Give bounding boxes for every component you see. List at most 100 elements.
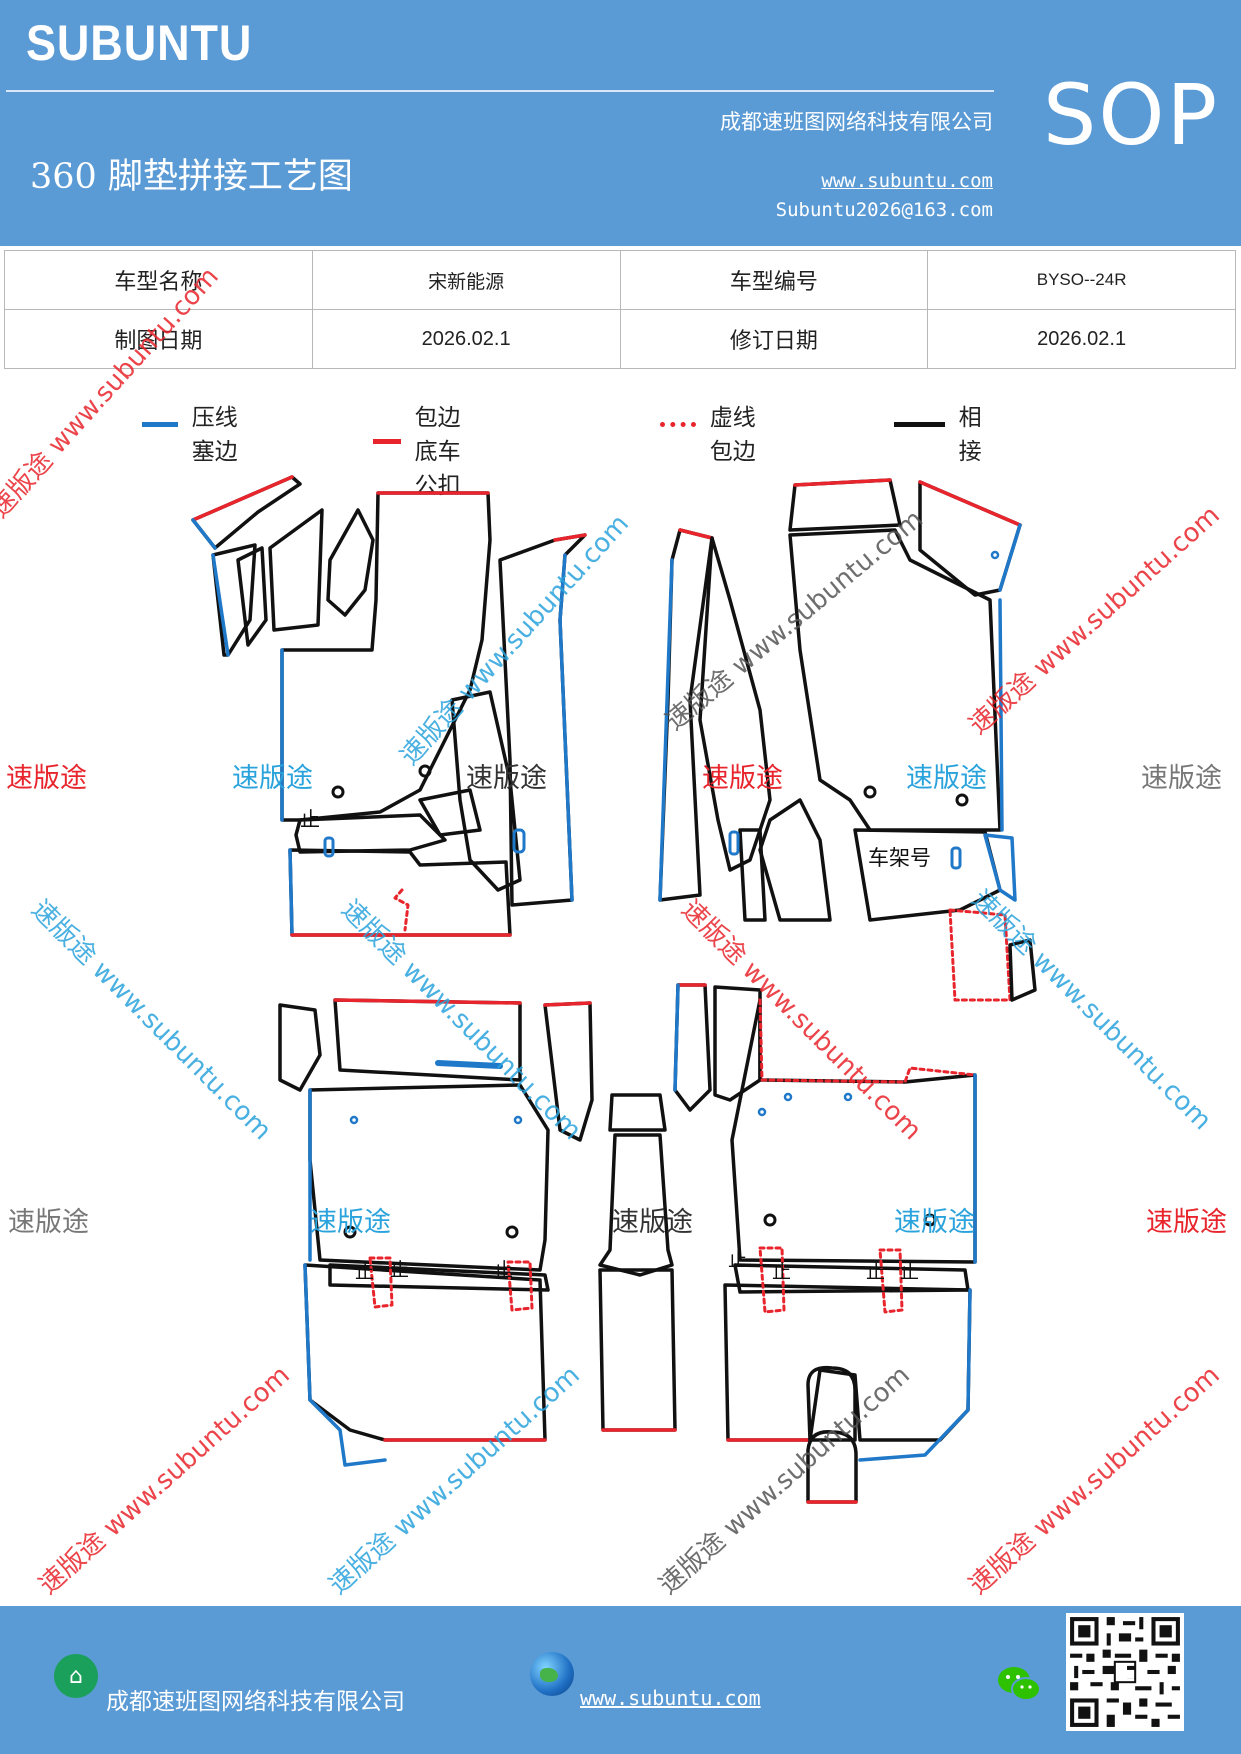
edge-red — [918, 480, 1022, 527]
edge-red — [793, 478, 892, 487]
edge-blue — [998, 598, 1004, 832]
mat-piece — [280, 491, 492, 822]
mat-group-center-tunnel — [598, 1093, 677, 1432]
footer-company: 成都速班图网络科技有限公司 — [106, 1689, 405, 1715]
header-banner: SUBUNTU 360 脚垫拼接工艺图 成都速班图网络科技有限公司 www.su… — [0, 0, 1241, 246]
mat-group-front-left: 止 — [191, 475, 587, 937]
doc-type-label: SOP — [1043, 66, 1220, 164]
legend-swatch-blue — [142, 421, 178, 427]
hole — [955, 793, 969, 807]
wechat-icon[interactable] — [996, 1664, 1042, 1704]
watermark: 速版途 — [6, 763, 87, 794]
edge-blue — [998, 523, 1022, 592]
legend-swatch-red — [373, 438, 401, 444]
clip-slot — [323, 836, 335, 858]
legend-item: 相接 — [894, 398, 995, 466]
mat-piece — [418, 788, 482, 837]
edge-blue — [858, 1288, 972, 1462]
edge-red — [333, 998, 522, 1005]
legend-label: 相接 — [958, 405, 982, 465]
clip-slot — [728, 830, 740, 856]
legend-item: 包边底车公扣 — [373, 398, 474, 500]
hole — [757, 1107, 767, 1117]
edge-red-dotted — [368, 1256, 534, 1312]
stop-mark: 止 — [772, 1261, 791, 1283]
edge-blue — [658, 558, 674, 902]
watermark: 速版途 — [8, 1207, 89, 1238]
watermark: 速版途 — [466, 763, 547, 794]
stop-mark: 止 — [300, 807, 320, 831]
model-code-label: 车型编号 — [619, 250, 929, 310]
mat-piece — [673, 983, 712, 1112]
legend-swatch-black — [894, 421, 945, 427]
stop-mark: 止 — [728, 1249, 747, 1271]
hole — [343, 1225, 357, 1239]
mat-piece — [211, 543, 257, 657]
mat-piece — [308, 1083, 550, 1272]
brand-logo: SUBUNTU — [26, 15, 253, 71]
floor-mat-diagram: 止 车架号 — [191, 475, 1037, 1504]
watermark: 速版途 — [906, 763, 987, 794]
mat-piece — [278, 1003, 322, 1092]
stop-mark: 止 — [900, 1261, 919, 1283]
edge-red — [191, 475, 294, 522]
edge-red-dotted — [393, 888, 410, 932]
revise-date-value: 2026.02.1 — [927, 309, 1236, 369]
stop-mark: 止 — [866, 1261, 885, 1283]
legend-item: 虚线包边 — [660, 398, 761, 466]
header-email: Subuntu2026@163.com — [775, 199, 993, 221]
globe-icon — [530, 1652, 574, 1696]
model-name-value: 宋新能源 — [311, 250, 621, 310]
edge-blue — [303, 1263, 387, 1467]
page-title: 360 脚垫拼接工艺图 — [30, 157, 353, 197]
hole — [505, 1225, 519, 1239]
hole — [863, 785, 877, 799]
footer-banner: ⌂ 成都速班图网络科技有限公司 www.subuntu.com — [0, 1606, 1241, 1754]
legend-label: 压线塞边 — [191, 405, 238, 465]
mat-group-front-right: 车架号 — [658, 478, 1037, 1002]
edge-red — [543, 1001, 592, 1007]
edge-red-dotted — [758, 998, 977, 1084]
header-website-link[interactable]: www.subuntu.com — [821, 170, 993, 192]
mat-piece — [236, 546, 268, 647]
legend-swatch-red-dotted — [660, 421, 696, 427]
edge-red — [678, 528, 714, 540]
header-company: 成都速班图网络科技有限公司 — [720, 110, 993, 134]
table-row: 车型名称 宋新能源 车型编号 BYSO--24R — [4, 250, 1236, 310]
watermark: 速版途 — [1146, 1207, 1227, 1238]
watermark: 速版途 — [702, 763, 783, 794]
hole — [331, 785, 345, 799]
watermark: 速版途 — [1141, 763, 1222, 794]
mat-piece — [713, 985, 762, 1102]
hole — [923, 1213, 937, 1227]
table-row: 制图日期 2026.02.1 修订日期 2026.02.1 — [4, 309, 1236, 369]
revise-date-label: 修订日期 — [619, 309, 929, 369]
hole — [418, 764, 432, 778]
mat-piece — [738, 828, 767, 922]
watermark: 速版途 — [894, 1207, 975, 1238]
watermark: 速版途 — [612, 1207, 693, 1238]
mat-piece — [806, 1430, 858, 1504]
footer-website-link[interactable]: www.subuntu.com — [580, 1686, 761, 1710]
mat-piece — [294, 813, 447, 854]
edge-red — [553, 533, 587, 542]
edge-blue — [558, 553, 574, 902]
stop-mark: 止 — [355, 1261, 374, 1283]
legend-label: 包边底车公扣 — [414, 405, 461, 499]
edge-blue — [191, 518, 217, 550]
hole — [763, 1213, 777, 1227]
info-table: 车型名称 宋新能源 车型编号 BYSO--24R 制图日期 2026.02.1 … — [4, 250, 1236, 369]
legend-label: 虚线包边 — [709, 405, 756, 465]
mat-piece — [758, 798, 832, 922]
mat-piece — [608, 1093, 667, 1132]
mat-group-rear-right: 止 止 止 止 — [673, 983, 977, 1504]
hole — [513, 1115, 523, 1125]
hole — [843, 1092, 853, 1102]
draw-date-label: 制图日期 — [4, 309, 313, 369]
hole — [783, 1092, 793, 1102]
qr-code — [1066, 1613, 1184, 1731]
model-code-value: BYSO--24R — [927, 250, 1236, 310]
model-name-label: 车型名称 — [4, 250, 313, 310]
stop-mark: 止 — [390, 1259, 409, 1281]
edge-red-dotted — [758, 1246, 904, 1314]
